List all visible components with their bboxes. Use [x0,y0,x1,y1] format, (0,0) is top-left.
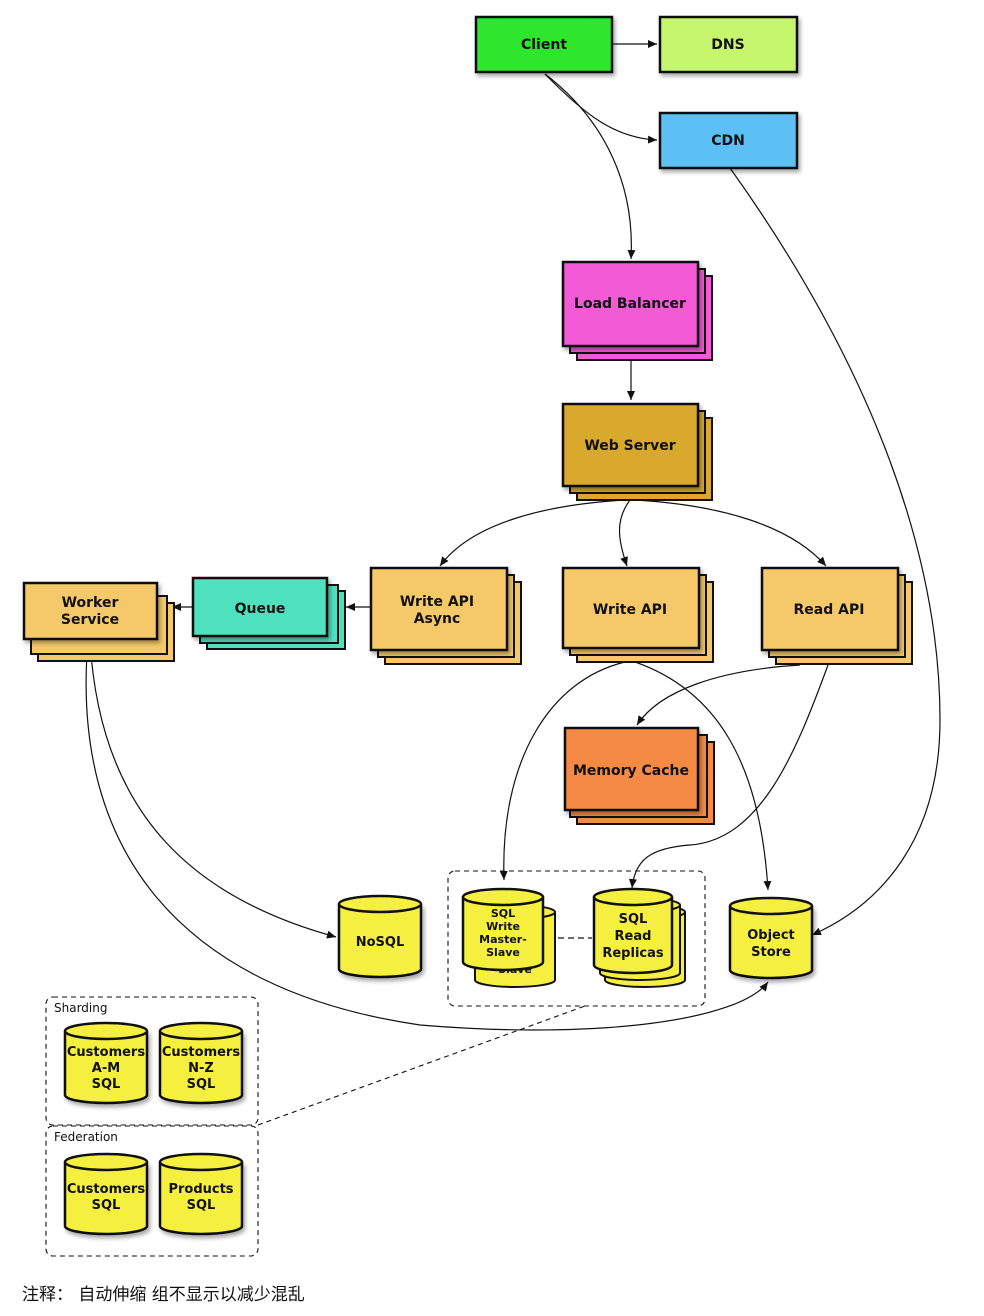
nosql-db: NoSQL [337,894,423,979]
footnote: 注释： 自动伸缩 组不显示以减少混乱 [22,1285,305,1305]
sql-read-replicas-db: SQL Read Replicas [592,887,686,988]
edge-client-cdn [544,73,658,144]
cdn-node: CDN [658,111,799,170]
customers-nz-db: Customers N-Z SQL [158,1021,244,1105]
svg-text:Queue: Queue [235,601,286,617]
federation-link [257,1005,586,1126]
svg-text:Memory Cache: Memory Cache [573,763,689,779]
edges [85,40,941,1031]
svg-text:Read API: Read API [794,602,865,618]
sharding-label: Sharding [54,1001,107,1015]
svg-text:Web Server: Web Server [584,438,675,454]
svg-text:NoSQL: NoSQL [356,935,405,950]
svg-text:SQL: SQL [619,912,648,927]
client-node: Client [474,15,614,74]
svg-text:Write: Write [486,920,520,933]
svg-text:Customers: Customers [67,1182,145,1197]
customers-sql-db: Customers SQL [63,1152,149,1236]
svg-text:Async: Async [414,611,461,627]
edge-worker-nosql [89,639,337,939]
edge-client-load-balancer [544,73,636,260]
memory-cache-node: Memory Cache [563,726,715,825]
svg-text:SQL: SQL [491,907,515,920]
svg-text:Replicas: Replicas [602,946,664,961]
svg-text:Customers: Customers [67,1045,145,1060]
edge-worker-object-store [85,639,769,1031]
svg-text:Worker: Worker [62,595,119,611]
svg-text:A-M: A-M [92,1061,120,1076]
svg-text:Write API: Write API [400,594,474,610]
edge-write-api-object-store [634,661,772,891]
svg-text:Products: Products [168,1182,233,1197]
edge-read-api-sql-read [628,664,829,889]
read-api-node: Read API [760,566,913,665]
svg-text:CDN: CDN [711,133,745,149]
edge-write-api-sql-write [499,661,626,881]
dns-node: DNS [658,15,799,74]
svg-text:Write API: Write API [593,602,667,618]
web-server-node: Web Server [561,402,713,501]
customers-am-db: Customers A-M SQL [63,1021,149,1105]
edge-read-api-memory-cache [636,664,801,726]
sql-cluster-group [447,870,706,1007]
svg-text:Service: Service [61,612,119,628]
svg-text:DNS: DNS [711,37,744,53]
sharding-group: Sharding [45,996,259,1126]
svg-text:SQL: SQL [187,1198,216,1213]
products-sql-db: Products SQL [158,1152,244,1236]
edge-web-server-write-async [439,499,626,567]
write-api-async-node: Write API Async [369,566,522,665]
svg-text:SQL: SQL [92,1198,121,1213]
object-store-db: Object Store [728,896,814,980]
federation-group: Federation [45,1125,259,1257]
svg-text:Customers: Customers [162,1045,240,1060]
federation-label: Federation [54,1130,118,1144]
edge-web-server-read-api [634,499,827,567]
svg-text:N-Z: N-Z [188,1061,214,1076]
sql-write-db: Slave SQL Write Master- Slave [461,887,556,988]
edge-cdn-object-store [729,167,941,936]
svg-text:Master-: Master- [479,933,527,946]
svg-text:SQL: SQL [92,1077,121,1092]
svg-text:SQL: SQL [187,1077,216,1092]
svg-text:Load Balancer: Load Balancer [574,296,686,312]
svg-text:Client: Client [521,37,567,53]
svg-text:Read: Read [615,929,652,944]
svg-text:Slave: Slave [486,946,520,959]
svg-text:Object: Object [747,928,795,943]
svg-text:Store: Store [751,945,791,960]
edge-web-server-write-api [619,499,631,567]
worker-service-node: Worker Service [22,581,175,662]
load-balancer-node: Load Balancer [561,260,713,361]
queue-node: Queue [191,576,346,650]
write-api-node: Write API [561,566,714,663]
